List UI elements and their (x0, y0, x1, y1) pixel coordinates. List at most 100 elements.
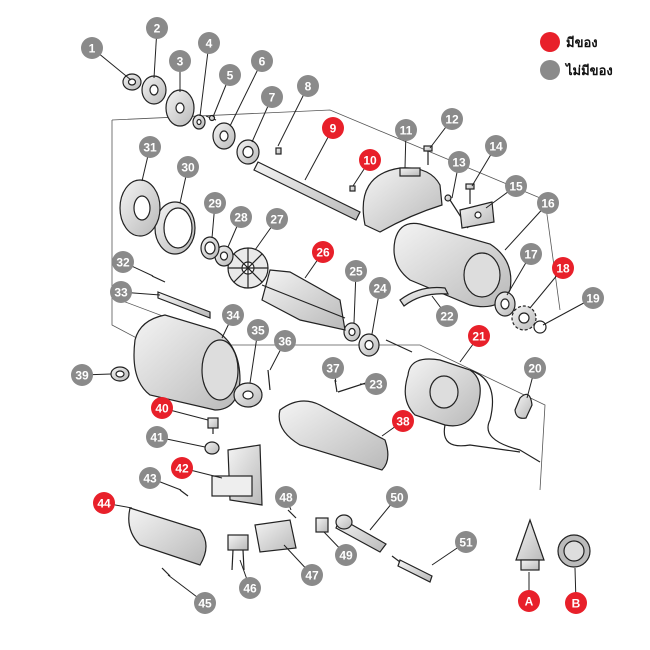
washer-25-part (343, 322, 361, 342)
callout-label-4: 4 (206, 37, 213, 51)
screw-14-part (465, 183, 475, 204)
callout-label-12: 12 (445, 113, 459, 127)
callout-badge-21 (468, 325, 490, 347)
callout-label-29: 29 (208, 197, 222, 211)
cord-hook-part (514, 393, 533, 419)
callout-badge-47 (301, 564, 323, 586)
callout-label-39: 39 (75, 369, 89, 383)
leader-line-8 (277, 85, 309, 147)
callout-badge-17 (520, 243, 542, 265)
pinion-gear-part (511, 305, 537, 331)
callout-35: 35 (247, 319, 269, 384)
legend-row-unavailable: ไม่มีของ (540, 58, 645, 82)
callout-3: 3 (169, 50, 191, 92)
callout-badge-25 (345, 260, 367, 282)
callout-25: 25 (345, 260, 367, 324)
callout-43: 43 (139, 467, 182, 491)
callout-label-15: 15 (509, 180, 523, 194)
callout-30: 30 (177, 156, 199, 204)
bearing-part (236, 139, 260, 165)
clamp-bracket-part (459, 201, 495, 229)
callout-badge-5 (219, 64, 241, 86)
legend-unavailable-label: ไม่มีของ (566, 63, 613, 79)
callout-label-24: 24 (373, 282, 387, 296)
callout-badge-7 (261, 86, 283, 108)
callout-27: 27 (254, 208, 288, 251)
screw-43-part (179, 489, 189, 497)
callout-label-5: 5 (227, 69, 234, 83)
callout-label-B: B (572, 597, 581, 611)
callout-label-25: 25 (349, 265, 363, 279)
callout-label-8: 8 (305, 80, 312, 94)
callout-badge-43 (139, 467, 161, 489)
washer-39-part (110, 366, 130, 382)
callout-label-23: 23 (369, 378, 383, 392)
callout-15: 15 (485, 175, 527, 209)
callout-label-42: 42 (175, 462, 189, 476)
stone-bit-A-part (515, 518, 545, 571)
callout-badge-11 (395, 119, 417, 141)
callout-23: 23 (360, 373, 387, 395)
motor-housing-part (133, 314, 241, 411)
callout-badge-31 (139, 136, 161, 158)
callout-badge-26 (312, 241, 334, 263)
callout-badge-8 (297, 75, 319, 97)
key-part (275, 147, 282, 155)
callout-2: 2 (146, 17, 168, 79)
callout-label-37: 37 (326, 362, 340, 376)
callout-26: 26 (304, 241, 334, 279)
screw-12-part (423, 145, 433, 165)
callout-label-35: 35 (251, 324, 265, 338)
callout-42: 42 (171, 457, 223, 479)
callout-label-43: 43 (143, 472, 157, 486)
callout-badge-B (565, 592, 587, 614)
callout-44: 44 (93, 492, 133, 514)
ring-29-part (200, 236, 220, 260)
callout-badge-51 (455, 531, 477, 553)
callout-7: 7 (251, 86, 283, 143)
pin-part (349, 185, 356, 192)
legend-available-label: มีของ (566, 35, 598, 51)
callout-badge-36 (274, 330, 296, 352)
callout-label-7: 7 (269, 91, 276, 105)
callout-10: 10 (352, 149, 381, 187)
callout-29: 29 (204, 192, 226, 239)
callout-label-22: 22 (440, 310, 454, 324)
callout-label-27: 27 (270, 213, 284, 227)
screw-32-part (151, 275, 166, 283)
callout-badge-42 (171, 457, 193, 479)
bearing-plate-part (212, 122, 236, 150)
nut-part (122, 73, 142, 91)
callout-label-13: 13 (452, 156, 466, 170)
spacer-ring-part (192, 114, 206, 130)
name-plate-part (157, 291, 211, 319)
callout-22: 22 (431, 295, 458, 327)
callout-51: 51 (431, 531, 477, 566)
callout-14: 14 (471, 135, 507, 187)
callout-41: 41 (146, 426, 206, 448)
brush-cap-part (204, 441, 220, 455)
support-bracket-part (399, 286, 450, 307)
callout-badge-29 (204, 192, 226, 214)
callout-1: 1 (81, 37, 132, 81)
callout-B: B (565, 567, 587, 614)
callout-label-40: 40 (155, 402, 169, 416)
callout-17: 17 (506, 243, 542, 296)
part-callouts: 1234567891011121314151617181920212223242… (71, 17, 604, 614)
callout-badge-1 (81, 37, 103, 59)
legend-available-dot (540, 32, 560, 52)
callout-A: A (518, 572, 540, 612)
screw-36-part (267, 369, 271, 391)
callout-badge-10 (359, 149, 381, 171)
callout-badge-18 (552, 257, 574, 279)
callout-label-18: 18 (556, 262, 570, 276)
callout-badge-46 (239, 577, 261, 599)
callout-label-28: 28 (234, 211, 248, 225)
callout-label-10: 10 (363, 154, 377, 168)
part-drawings (110, 73, 591, 583)
callout-badge-33 (110, 281, 132, 303)
callout-label-47: 47 (305, 569, 319, 583)
callout-label-17: 17 (524, 248, 538, 262)
screw-48-part (287, 509, 297, 519)
